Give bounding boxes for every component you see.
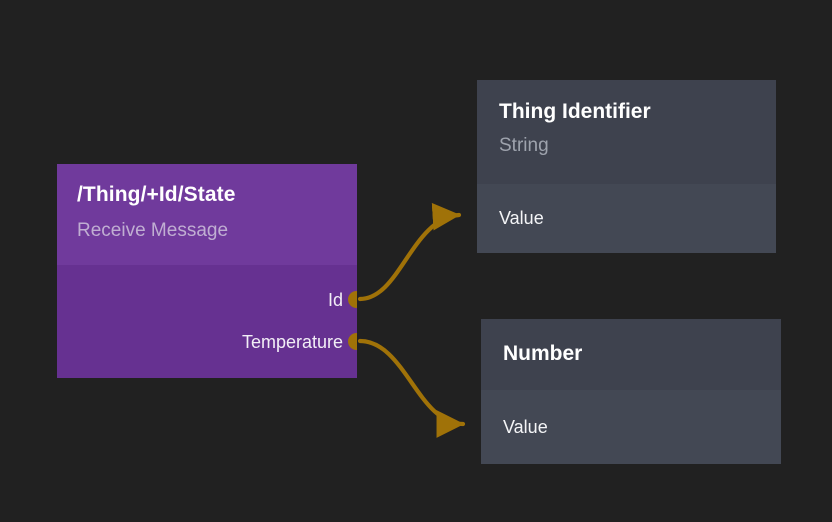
output-port-id[interactable]: Id (328, 290, 357, 310)
input-field-value[interactable]: Value (503, 417, 548, 437)
node-body: Value (477, 184, 776, 253)
node-title: /Thing/+Id/State (77, 183, 236, 206)
node-number[interactable]: Number Value (481, 319, 781, 464)
wire-id-to-thing-identifier[interactable] (357, 202, 462, 302)
node-body: Value (481, 390, 781, 464)
input-field-value[interactable]: Value (499, 208, 544, 228)
node-title: Number (503, 342, 583, 365)
node-thing-identifier[interactable]: Thing Identifier String Value (477, 80, 776, 253)
output-port-dot-id[interactable] (348, 291, 357, 308)
output-port-dot-temperature[interactable] (348, 333, 357, 350)
node-title: Thing Identifier (499, 100, 651, 123)
node-header: Number (481, 319, 781, 390)
wire-temperature-to-number[interactable] (357, 338, 466, 438)
output-port-label: Temperature (241, 332, 343, 352)
node-body: Id Temperature (57, 265, 357, 378)
output-port-label: Id (327, 290, 343, 310)
output-port-temperature[interactable]: Temperature (242, 332, 357, 352)
node-receive-message[interactable]: /Thing/+Id/State Receive Message Id Temp… (57, 164, 357, 378)
node-header: /Thing/+Id/State Receive Message (57, 164, 357, 265)
node-header: Thing Identifier String (477, 80, 776, 184)
node-subtitle: Receive Message (77, 220, 229, 241)
node-type-label: String (499, 135, 549, 156)
